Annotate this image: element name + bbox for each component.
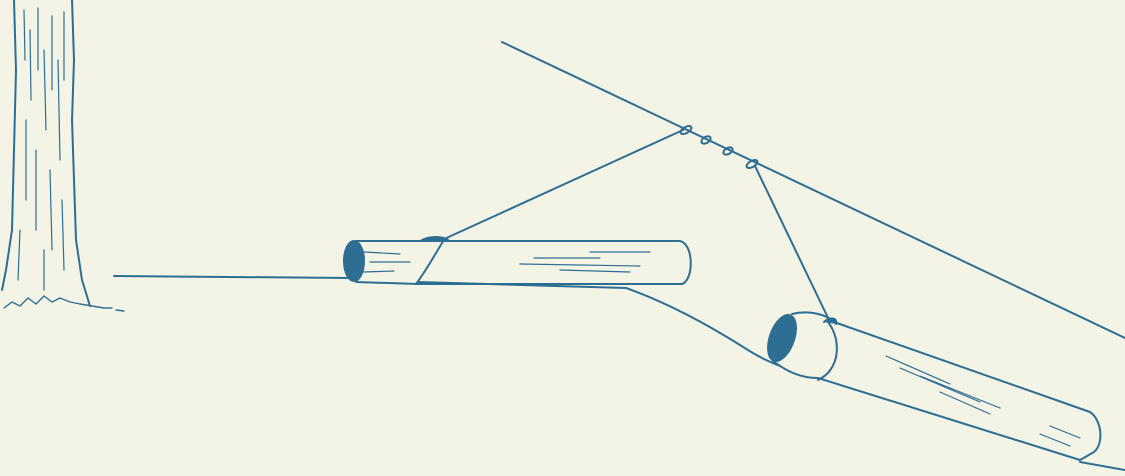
tree-trunk-left-edge [1,0,17,291]
upper-log-grain [363,251,651,273]
lower-log-band [817,321,838,381]
root-dash [115,309,125,312]
cable-rings [679,125,759,169]
slope-line-end [1079,461,1125,471]
lower-log-grain [885,355,1081,447]
tree-roots [3,295,113,309]
lower-tether [754,165,831,323]
ground-line [113,275,351,279]
tree-bark-texture [17,7,65,291]
upper-log-band-front [415,239,445,285]
lower-log-body [771,311,1102,461]
cable-ring [722,146,734,156]
slope-line [625,287,781,367]
cable-line [501,41,1125,339]
upper-log [343,236,692,285]
lower-log [767,311,1102,461]
cable-ring [700,135,712,145]
lower-log-band-knot [823,317,838,325]
cable-ring [745,159,759,169]
upper-tether [441,129,684,241]
upper-log-body [355,240,692,285]
lower-log-end [767,314,797,362]
tree-trunk-right-edge [71,0,91,307]
upper-log-band-knot [421,236,449,241]
upper-log-end [343,240,365,282]
cable-ring [679,125,693,135]
tree-trunk [1,0,125,312]
